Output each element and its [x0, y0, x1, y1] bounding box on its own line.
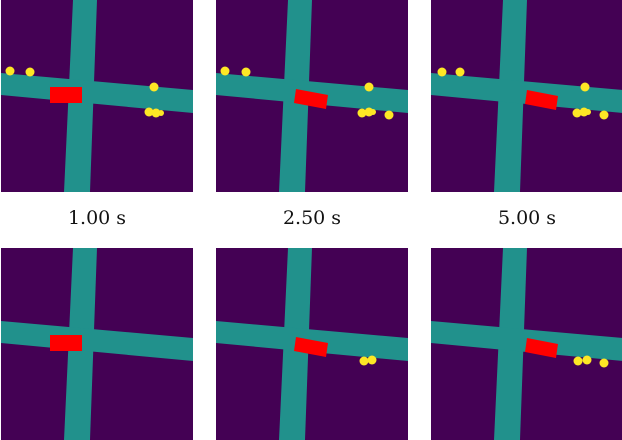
- occupancy-map: [1, 248, 193, 440]
- scene-panel-top-1: [1, 0, 193, 192]
- road-horizontal: [431, 321, 622, 361]
- ego-vehicle: [294, 89, 328, 109]
- agent-marker: [5, 66, 15, 76]
- time-label: 5.00 s: [497, 207, 557, 229]
- agent-marker: [572, 108, 582, 118]
- agent-marker: [455, 67, 465, 77]
- agent-marker: [582, 355, 592, 365]
- agent-marker: [580, 82, 590, 92]
- scene-panel-bottom-3: [431, 248, 622, 440]
- occupancy-map: [431, 0, 622, 192]
- scene-panel-bottom-1: [1, 248, 193, 440]
- scene-panel-bottom-2: [216, 248, 408, 440]
- agent-marker: [149, 82, 159, 92]
- road-horizontal: [1, 321, 193, 361]
- ego-vehicle: [50, 87, 82, 103]
- agent-marker: [599, 358, 609, 368]
- scene-panel-top-2: [216, 0, 408, 192]
- agent-marker: [585, 109, 591, 115]
- agent-marker: [151, 108, 161, 118]
- agent-marker: [364, 82, 374, 92]
- occupancy-map: [1, 0, 193, 192]
- agent-marker: [437, 67, 447, 77]
- agent-marker: [384, 110, 394, 120]
- agent-marker: [220, 66, 230, 76]
- agent-marker: [573, 356, 583, 366]
- agent-marker: [144, 107, 154, 117]
- ego-vehicle: [525, 338, 558, 358]
- agent-marker: [367, 355, 377, 365]
- time-label: 1.00 s: [67, 207, 127, 229]
- agent-marker: [370, 109, 376, 115]
- agent-marker: [241, 67, 251, 77]
- time-label: 2.50 s: [282, 207, 342, 229]
- agent-marker: [25, 67, 35, 77]
- agent-marker: [599, 110, 609, 120]
- agent-marker: [158, 110, 164, 116]
- ego-vehicle: [50, 335, 82, 351]
- agent-marker: [357, 108, 367, 118]
- occupancy-map: [216, 0, 408, 192]
- road-horizontal: [1, 73, 193, 113]
- occupancy-map: [216, 248, 408, 440]
- scene-panel-top-3: [431, 0, 622, 192]
- ego-vehicle: [525, 90, 558, 110]
- ego-vehicle: [294, 337, 328, 357]
- occupancy-map: [431, 248, 622, 440]
- road-horizontal: [431, 73, 622, 113]
- agent-marker: [359, 356, 369, 366]
